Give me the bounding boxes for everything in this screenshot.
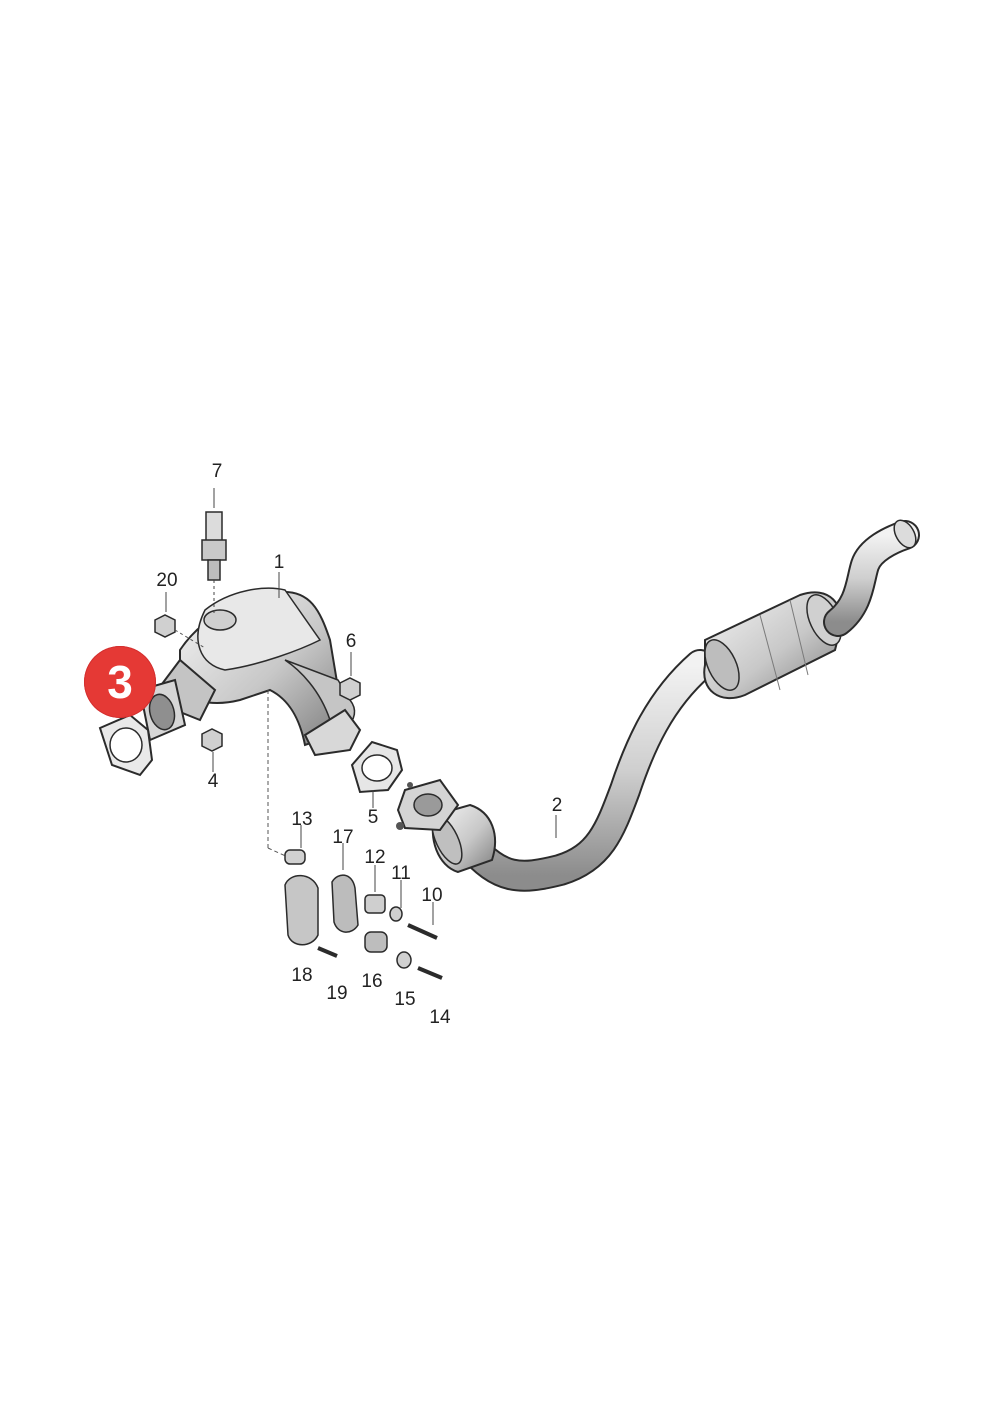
callout-14: 14 xyxy=(429,1007,451,1028)
callout-10: 10 xyxy=(421,885,443,906)
callout-15: 15 xyxy=(394,989,416,1010)
callout-16: 16 xyxy=(361,971,383,992)
callout-1: 1 xyxy=(273,552,285,573)
callout-17: 17 xyxy=(332,827,354,848)
callout-6: 6 xyxy=(345,631,357,652)
nut-4 xyxy=(201,728,223,752)
callout-5: 5 xyxy=(367,807,379,828)
callout-12: 12 xyxy=(364,847,386,868)
leader-lines xyxy=(165,488,557,925)
callout-18: 18 xyxy=(291,965,313,986)
oxygen-sensor-7 xyxy=(201,511,227,615)
gasket-5 xyxy=(350,740,404,794)
nut-20 xyxy=(154,614,206,649)
callout-19: 19 xyxy=(326,983,348,1004)
callout-4: 4 xyxy=(207,771,219,792)
callout-13: 13 xyxy=(291,809,313,830)
front-catalytic-converter xyxy=(138,587,362,757)
bracket-assembly xyxy=(267,690,443,980)
callout-11: 11 xyxy=(391,863,411,884)
highlight-badge: 3 xyxy=(84,646,156,718)
rear-exhaust-pipe xyxy=(431,519,920,892)
callout-7: 7 xyxy=(211,461,223,482)
rear-catalytic-converter xyxy=(703,591,842,700)
rear-pipe-flange xyxy=(396,778,460,832)
gasket-3 xyxy=(98,713,154,777)
callout-2: 2 xyxy=(551,795,563,816)
nut-6 xyxy=(339,677,361,701)
callout-20: 20 xyxy=(156,570,178,591)
